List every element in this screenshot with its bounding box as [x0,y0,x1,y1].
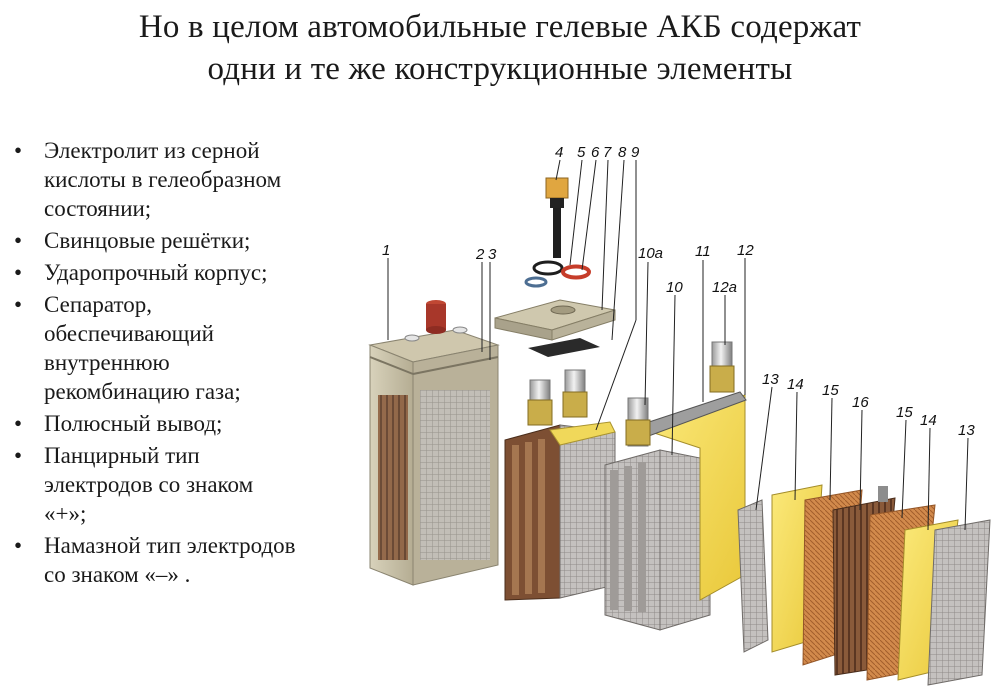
list-item: • Панцирный тип электродов со знаком «+»; [6,441,366,528]
label-7: 7 [603,144,612,161]
label-15-right: 15 [896,404,913,421]
label-14-right: 14 [920,412,937,429]
list-item-text: Свинцовые решётки; [44,228,251,253]
plate-16-tab [878,486,888,502]
plate-13-right [927,519,991,686]
label-12a: 12a [712,279,737,296]
list-item-text: Сепаратор, [44,292,152,317]
label-4: 4 [555,144,563,161]
label-9: 9 [631,144,640,161]
label-1: 1 [382,242,390,259]
list-item-text: рекомбинацию газа; [44,379,241,404]
label-11: 11 [695,243,711,260]
label-16: 16 [852,394,869,411]
bullet-icon: • [13,533,23,558]
seal-ring-blue [524,276,548,288]
list-item: • Ударопрочный корпус; [6,258,366,287]
label-3: 3 [488,246,497,263]
label-10a: 10a [638,245,663,262]
component-list: • Электролит из серной кислоты в гелеобраз… [6,136,366,592]
list-item-text: со знаком «–» . [44,562,191,587]
list-item: • Намазной тип электродов со знаком «–» . [6,531,366,589]
pole-terminal [545,177,569,258]
label-14: 14 [787,376,804,393]
label-10: 10 [666,279,683,296]
label-6: 6 [591,144,600,161]
bullet-icon: • [13,228,23,253]
seal-ring-black [532,260,564,276]
list-item-text: Намазной тип электродов [44,533,296,558]
list-item: • Полюсный вывод; [6,409,366,438]
slide-title: Но в целом автомобильные гелевые АКБ сод… [0,6,1000,90]
title-line-1: Но в целом автомобильные гелевые АКБ сод… [138,9,862,45]
list-item-text: обеспечивающий [44,321,214,346]
battery-casing [368,300,500,586]
bullet-icon: • [13,292,23,317]
list-item-text: электродов со знаком [44,472,254,497]
bullet-icon: • [13,260,23,285]
list-item: • Сепаратор, обеспечивающий внутреннюю реком… [6,290,366,406]
positive-plate-stack [504,369,616,601]
label-15: 15 [822,382,839,399]
list-item-text: Ударопрочный корпус; [44,260,268,285]
plate-13-left [737,499,769,653]
list-item: • Электролит из серной кислоты в гелеобраз… [6,136,366,223]
list-item-text: Электролит из серной [44,138,260,163]
terminal-lid-plate [494,299,616,341]
label-12: 12 [737,242,754,259]
title-line-2: одни и те же конструкционные элементы [207,51,793,87]
bullet-icon: • [13,411,23,436]
label-13: 13 [762,371,779,388]
list-item-text: внутреннюю [44,350,170,375]
list-item-text: Полюсный вывод; [44,411,223,436]
list-item-text: состоянии; [44,196,152,221]
leader-lines [387,159,969,531]
negative-plate-stack [604,341,747,631]
label-5: 5 [577,144,586,161]
list-item-text: «+»; [44,501,87,526]
label-2: 2 [475,246,485,263]
seal-ring-red [561,264,591,280]
label-8: 8 [618,144,627,161]
bullet-icon: • [13,443,23,468]
label-13-right: 13 [958,422,975,439]
list-item: • Свинцовые решётки; [6,226,366,255]
list-item-text: Панцирный тип [44,443,200,468]
gasket [528,338,600,357]
list-item-text: кислоты в гелеобразном [44,167,282,192]
bullet-icon: • [13,138,23,163]
